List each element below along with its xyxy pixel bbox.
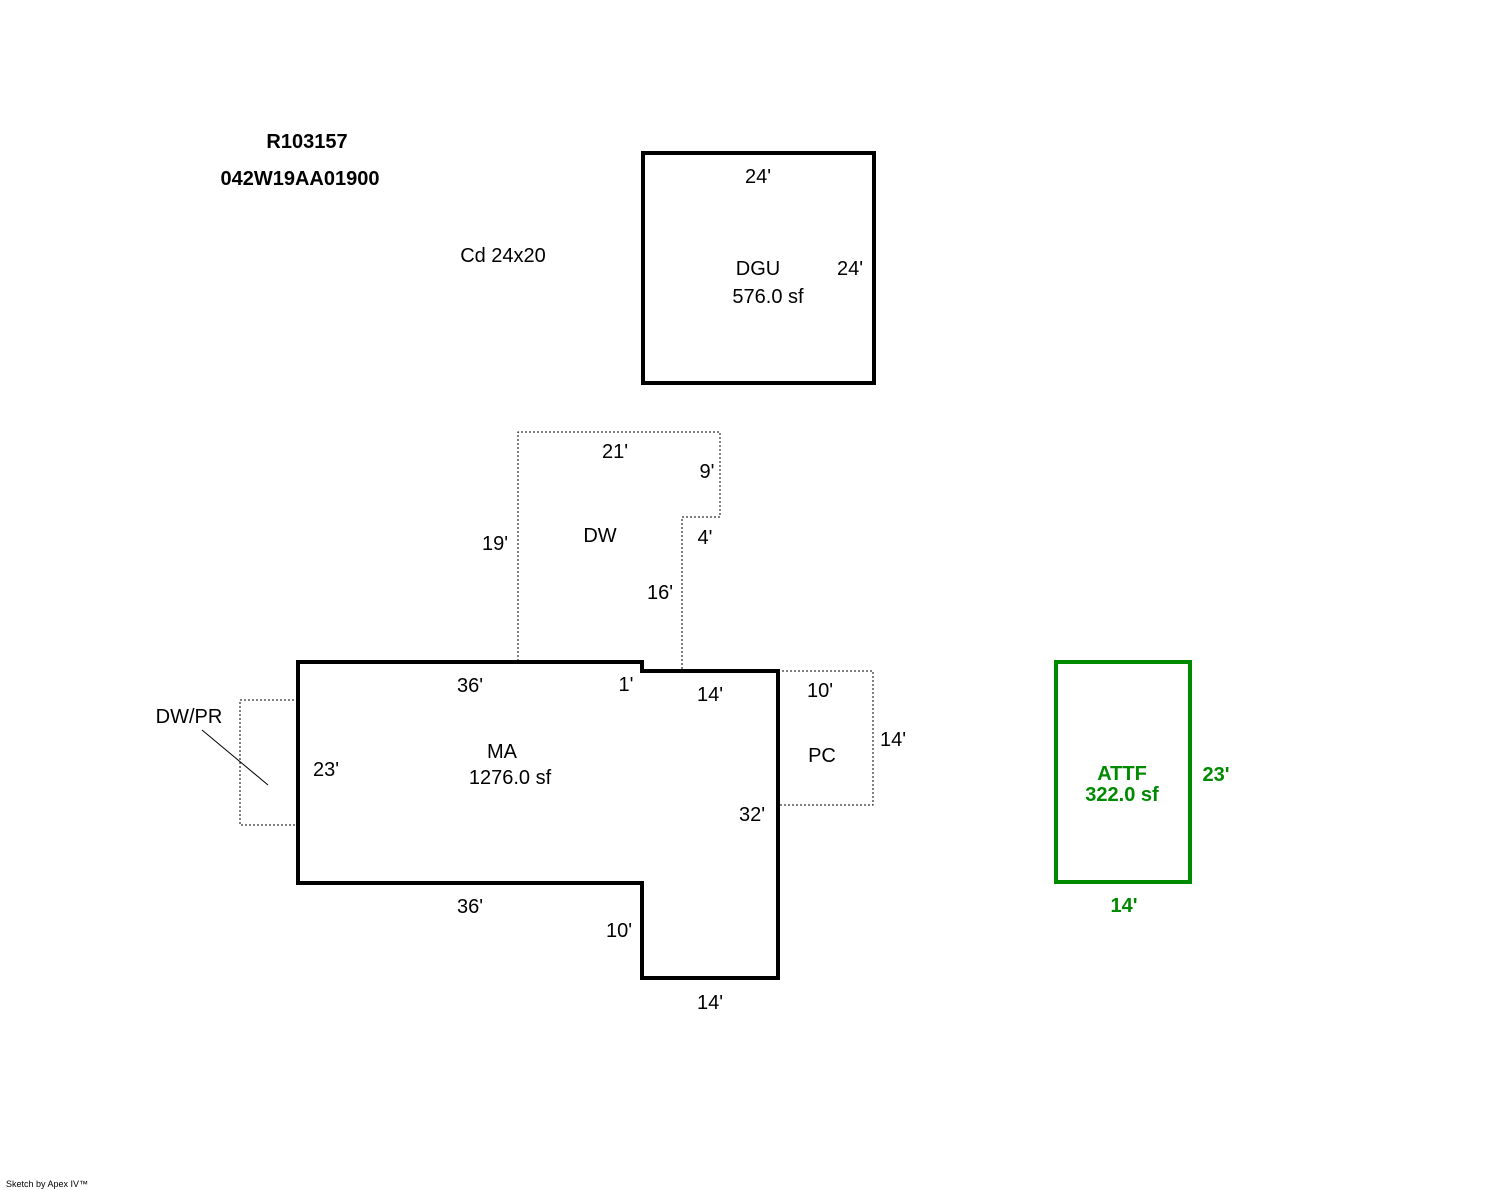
dgu-outline [641,151,876,385]
note-text: Cd 24x20 [460,245,546,267]
attf-outline [1054,660,1192,884]
ma-dim-top-right: 14' [697,684,723,706]
dgu-label: DGU [736,258,780,280]
attf-area: 322.0 sf [1085,784,1159,806]
ma-outline [296,660,780,980]
attf-dim-right: 23' [1202,764,1229,786]
account-id: R103157 [266,131,347,153]
dgu-dim-top: 24' [745,166,771,188]
ma-dim-step: 1' [619,674,634,696]
attf-dim-bottom: 14' [1110,895,1137,917]
ma-dim-right: 32' [739,804,765,826]
dw-outline [517,431,721,670]
dw-dim-left: 19' [482,533,508,555]
dgu-area: 576.0 sf [732,286,804,308]
pc-label: PC [808,745,836,767]
map-tax-lot: 042W19AA01900 [221,168,380,190]
ma-label: MA [487,741,518,763]
attf-label: ATTF [1097,763,1147,785]
ma-dim-top-left: 36' [457,675,483,697]
ma-dim-bottom-right: 14' [697,992,723,1014]
ma-dim-left: 23' [313,759,339,781]
dgu-dim-right: 24' [837,258,863,280]
dw-dim-top: 21' [602,441,628,463]
ma-area: 1276.0 sf [469,767,552,789]
dw-pr-leader-line [201,729,269,786]
dw-pr-outline [239,699,298,826]
footer-credit: Sketch by Apex IV™ [6,1179,88,1189]
dw-dim-right-lower: 16' [647,582,673,604]
ma-dim-bottom-left: 36' [457,896,483,918]
dw-dim-step: 4' [698,527,713,549]
pc-outline [778,670,874,806]
dw-label: DW [583,525,616,547]
dw-dim-right-upper: 9' [700,461,715,483]
dw-pr-label: DW/PR [156,706,223,728]
ma-dim-inner: 10' [606,920,632,942]
pc-dim-right: 14' [880,729,906,751]
pc-dim-top: 10' [807,680,833,702]
